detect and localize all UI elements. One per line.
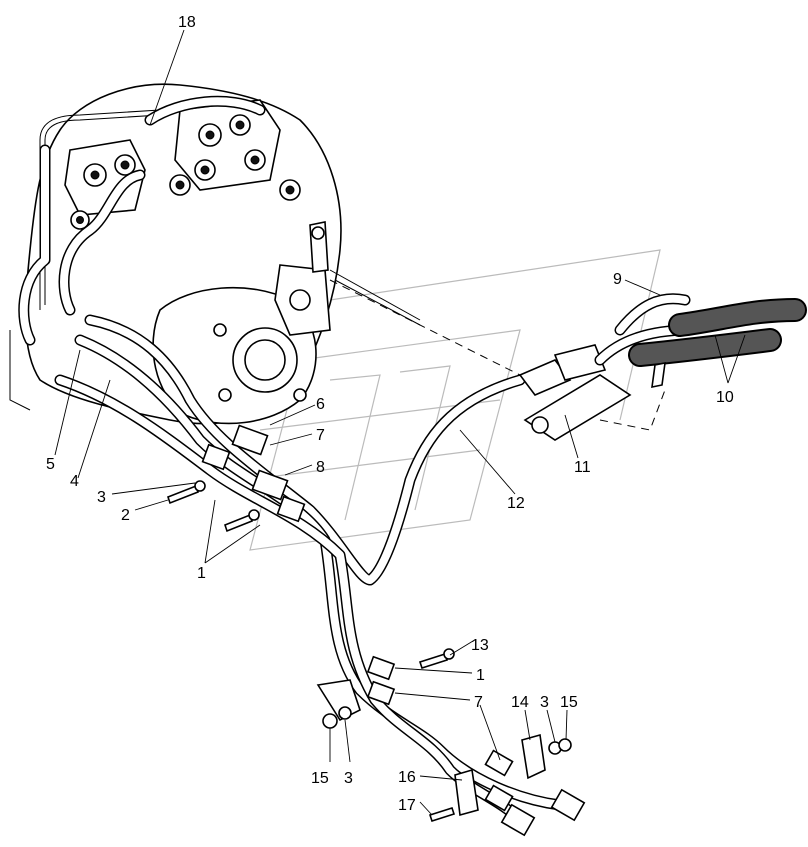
callout-7-lower: 7 bbox=[474, 694, 483, 711]
callout-15-right: 15 bbox=[560, 694, 578, 711]
callout-1-upper: 1 bbox=[197, 565, 206, 582]
callout-14: 14 bbox=[511, 694, 529, 711]
bolt-group bbox=[70, 114, 301, 230]
callout-3-bottom: 3 bbox=[344, 770, 353, 787]
callout-7-upper: 7 bbox=[316, 427, 325, 444]
callout-10: 10 bbox=[716, 389, 734, 406]
callout-11: 11 bbox=[574, 459, 591, 476]
clamp-group bbox=[167, 424, 586, 837]
callout-15-left: 15 bbox=[311, 770, 329, 787]
callout-labels: 18 9 10 6 7 8 11 5 4 3 2 12 1 13 1 7 14 … bbox=[46, 14, 734, 814]
callout-13: 13 bbox=[471, 637, 489, 654]
callout-5: 5 bbox=[46, 456, 55, 473]
callout-6: 6 bbox=[316, 396, 325, 413]
callout-2: 2 bbox=[121, 507, 130, 524]
callout-4: 4 bbox=[70, 473, 79, 490]
callout-18: 18 bbox=[178, 14, 196, 31]
callout-8: 8 bbox=[316, 459, 325, 476]
callout-3-right: 3 bbox=[540, 694, 549, 711]
pipe-assembly bbox=[18, 95, 807, 826]
callout-1-lower: 1 bbox=[476, 667, 485, 684]
leader-lines bbox=[54, 29, 746, 816]
callout-16: 16 bbox=[398, 769, 416, 786]
callout-12: 12 bbox=[507, 495, 525, 512]
transmission-housing bbox=[9, 83, 421, 425]
callout-9: 9 bbox=[613, 271, 622, 288]
callout-3-left: 3 bbox=[97, 489, 106, 506]
callout-17: 17 bbox=[398, 797, 416, 814]
